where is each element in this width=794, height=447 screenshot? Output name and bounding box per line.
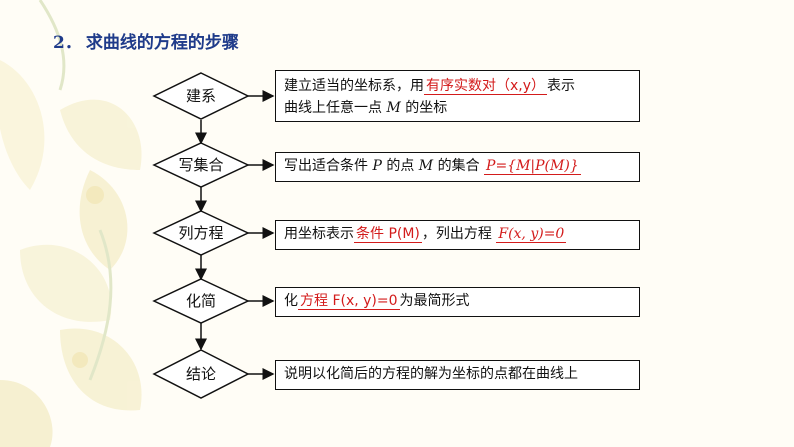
answer-red: F(x, y)=0 (496, 226, 567, 243)
step-text: 写出适合条件 (284, 158, 368, 174)
step-label: 化简 (186, 292, 216, 310)
answer-red: 有序实数对（x,y） (424, 78, 548, 95)
step-text: ，列出方程 (421, 226, 492, 242)
step-text: 的坐标 (405, 100, 448, 116)
step-box-5: 说明以化简后的方程的解为坐标的点都在曲线上 (275, 360, 640, 390)
diamond-step-1: 建系 (152, 72, 250, 120)
diamond-step-3: 列方程 (152, 210, 250, 256)
step-box-3: 用坐标表示条件 P(M)，列出方程 F(x, y)=0 (275, 220, 640, 250)
math-var: M (418, 158, 434, 174)
diamond-step-5: 结论 (152, 349, 250, 399)
title-number: 2． (53, 33, 82, 53)
answer-red: 方程 F(x, y)=0 (298, 293, 400, 310)
step-text: 用坐标表示 (284, 226, 354, 242)
step-text: 的点 (386, 158, 415, 174)
step-label: 建系 (186, 87, 216, 105)
step-label: 写集合 (178, 156, 223, 174)
step-text: 的集合 (437, 158, 480, 174)
title-text: 求曲线的方程的步骤 (85, 33, 239, 53)
step-label: 列方程 (178, 224, 223, 242)
page-title: 2．求曲线的方程的步骤 (53, 28, 239, 53)
step-text: 说明以化简后的方程的解为坐标的点都在曲线上 (284, 366, 578, 382)
math-var: M (386, 100, 401, 116)
math-var: P (372, 158, 382, 174)
step-text: 化 (284, 293, 298, 309)
step-label: 结论 (186, 365, 216, 383)
step-box-1: 建立适当的坐标系，用有序实数对（x,y）表示 曲线上任意一点 M 的坐标 (275, 70, 640, 122)
step-box-2: 写出适合条件 P 的点 M 的集合 P={M|P(M)} (275, 152, 640, 182)
step-text: 建立适当的坐标系，用 (284, 78, 424, 94)
answer-red: P={M|P(M)} (484, 158, 581, 175)
diamond-step-2: 写集合 (152, 142, 250, 188)
diamond-step-4: 化简 (152, 278, 250, 324)
answer-red: 条件 P(M) (354, 226, 422, 243)
flower-decoration (0, 0, 142, 447)
step-text: 曲线上任意一点 (284, 100, 382, 116)
step-text: 表示 (547, 78, 576, 94)
step-text: 为最简形式 (399, 293, 470, 309)
